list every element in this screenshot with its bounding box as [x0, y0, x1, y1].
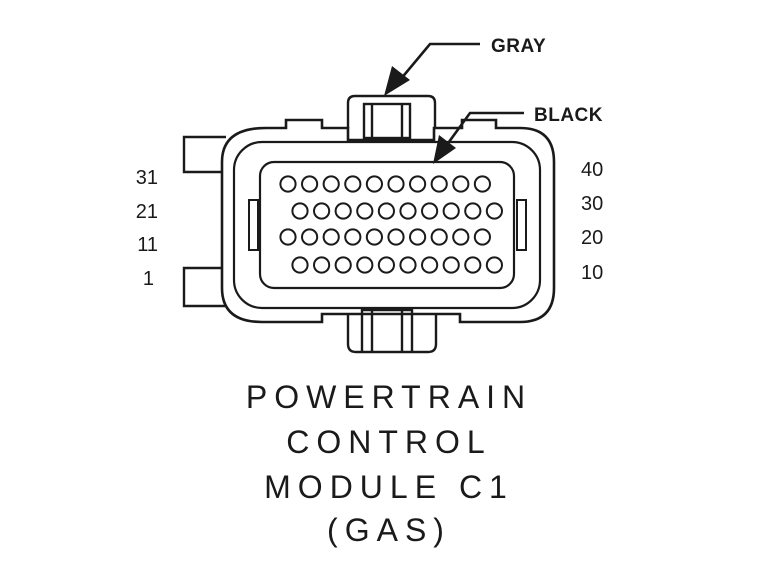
pin-cavity-21	[291, 202, 309, 220]
caption-line-1: POWERTRAIN	[246, 379, 532, 415]
pin-number-1: 1	[143, 268, 154, 290]
left-upper-tab	[182, 135, 226, 174]
black-label: BLACK	[534, 105, 603, 126]
pin-cavity-27	[421, 202, 439, 220]
pin-cavity-25	[377, 202, 395, 220]
pin-cavity-12	[301, 228, 319, 246]
pin-cavity-13	[322, 228, 340, 246]
caption-line-3: MODULE C1	[264, 469, 514, 505]
right-pin-numbers: 40 30 20 10	[581, 159, 603, 284]
pin-cavity-17	[409, 228, 427, 246]
pin-cavity-4	[356, 256, 374, 274]
left-lower-tab	[182, 266, 228, 308]
pin-cavity-10	[485, 256, 503, 274]
pin-cavity-31	[279, 175, 297, 193]
pin-cavity-5	[377, 256, 395, 274]
pin-cavity-34	[344, 175, 362, 193]
pin-cavity-1	[291, 256, 309, 274]
pin-cavity-23	[334, 202, 352, 220]
pin-number-10: 10	[581, 262, 603, 284]
pin-cavity-26	[399, 202, 417, 220]
gray-label: GRAY	[491, 36, 546, 57]
left-pin-numbers: 31 21 11 1	[136, 167, 158, 290]
pin-number-31: 31	[136, 167, 158, 189]
diagram-caption: POWERTRAIN CONTROL MODULE C1 (GAS)	[246, 379, 532, 548]
pin-cavity-16	[387, 228, 405, 246]
pin-cavity-20	[473, 228, 491, 246]
pin-cavity-30	[485, 202, 503, 220]
pin-cavities	[279, 175, 503, 274]
caption-line-2: CONTROL	[286, 424, 491, 460]
pin-cavity-3	[334, 256, 352, 274]
pin-cavity-18	[430, 228, 448, 246]
left-key	[248, 199, 259, 251]
pin-number-20: 20	[581, 227, 603, 249]
right-key	[516, 199, 527, 251]
pin-cavity-14	[344, 228, 362, 246]
housing-inner-outline	[232, 140, 542, 310]
pin-cavity-6	[399, 256, 417, 274]
top-latch	[346, 94, 437, 140]
pin-cavity-36	[387, 175, 405, 193]
pin-cavity-28	[442, 202, 460, 220]
pin-number-30: 30	[581, 193, 603, 215]
pin-cavity-32	[301, 175, 319, 193]
pin-cavity-39	[452, 175, 470, 193]
pin-cavity-37	[409, 175, 427, 193]
pin-cavity-2	[313, 256, 331, 274]
pin-cavity-8	[442, 256, 460, 274]
pin-cavity-24	[356, 202, 374, 220]
pin-cavity-33	[322, 175, 340, 193]
pin-number-21: 21	[136, 201, 158, 223]
pin-cavity-11	[279, 228, 297, 246]
caption-line-4: (GAS)	[327, 512, 451, 548]
pin-cavity-19	[452, 228, 470, 246]
pin-number-11: 11	[137, 234, 158, 256]
pin-cavity-15	[365, 228, 383, 246]
gray-callout	[384, 42, 480, 96]
bottom-latch	[346, 308, 438, 354]
pin-cavity-22	[313, 202, 331, 220]
pin-cavity-7	[421, 256, 439, 274]
pin-cavity-35	[365, 175, 383, 193]
pin-cavity-40	[473, 175, 491, 193]
black-callout	[433, 111, 524, 164]
pin-cavity-38	[430, 175, 448, 193]
pin-cavity-9	[464, 256, 482, 274]
pin-number-40: 40	[581, 159, 603, 181]
pin-cavity-29	[464, 202, 482, 220]
